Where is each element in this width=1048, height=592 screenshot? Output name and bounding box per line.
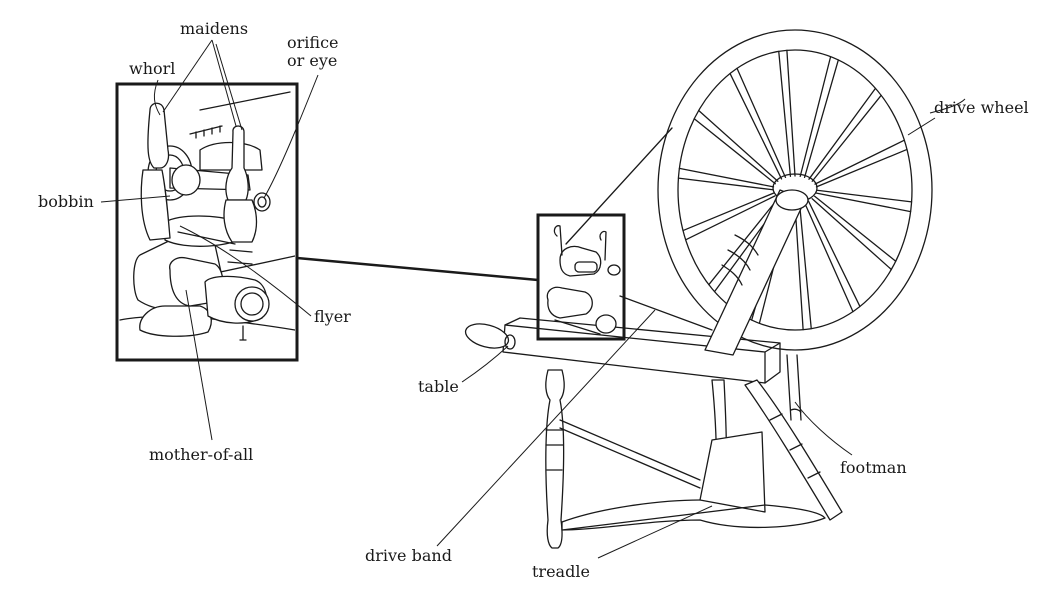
wheel-upright bbox=[704, 189, 809, 356]
wheel-spoke bbox=[786, 49, 796, 177]
footman bbox=[786, 354, 802, 421]
drive-band-lower bbox=[619, 295, 713, 331]
label-drive-band: drive band bbox=[365, 546, 452, 565]
detail-connector bbox=[296, 256, 539, 282]
detail-flyer-assembly bbox=[119, 91, 295, 341]
small-flyer-assembly bbox=[546, 225, 621, 335]
label-drive-wheel: drive wheel bbox=[934, 98, 1029, 117]
wheel-spoke bbox=[807, 200, 861, 308]
wheel-spoke bbox=[678, 167, 775, 188]
label-maidens: maidens bbox=[180, 19, 249, 38]
wheel-spoke bbox=[815, 192, 912, 213]
wheel-spoke bbox=[729, 72, 783, 180]
wheel-spoke bbox=[794, 203, 804, 331]
detail-box-small bbox=[536, 213, 626, 341]
legs bbox=[545, 369, 843, 549]
label-treadle: treadle bbox=[532, 562, 590, 581]
wheel-spoke bbox=[778, 50, 792, 177]
wheel-spoke bbox=[811, 94, 882, 182]
treadle bbox=[561, 431, 826, 531]
wheel-spoke bbox=[814, 195, 897, 262]
wheel-spoke bbox=[677, 177, 774, 191]
drive-band-upper bbox=[565, 127, 673, 245]
label-bobbin: bobbin bbox=[38, 192, 94, 211]
wheel-spoke bbox=[708, 198, 779, 286]
wheel-spoke bbox=[685, 195, 776, 241]
label-whorl: whorl bbox=[129, 59, 176, 78]
wheel-spoke bbox=[803, 59, 839, 179]
label-table: table bbox=[418, 377, 459, 396]
label-footman: footman bbox=[840, 458, 907, 477]
wheel-spoke bbox=[811, 198, 892, 271]
label-orifice: orifice or eye bbox=[287, 33, 339, 70]
wheel-spoke bbox=[693, 118, 776, 185]
wheel-spoke bbox=[736, 67, 787, 179]
wheel-spoke bbox=[682, 192, 775, 232]
wheel-spoke bbox=[816, 189, 913, 203]
wheel-spoke bbox=[698, 109, 779, 182]
wheel-spoke bbox=[798, 203, 812, 330]
label-mother-of-all: mother-of-all bbox=[149, 445, 254, 464]
wheel-spoke bbox=[814, 139, 905, 185]
leader-lines bbox=[100, 39, 966, 559]
label-flyer: flyer bbox=[314, 307, 351, 326]
detail-box-large bbox=[115, 82, 299, 362]
wheel-spoke bbox=[808, 87, 877, 180]
wheel-spoke bbox=[799, 55, 832, 178]
wheel-spoke bbox=[815, 148, 908, 188]
wheel-spoke bbox=[803, 201, 854, 313]
